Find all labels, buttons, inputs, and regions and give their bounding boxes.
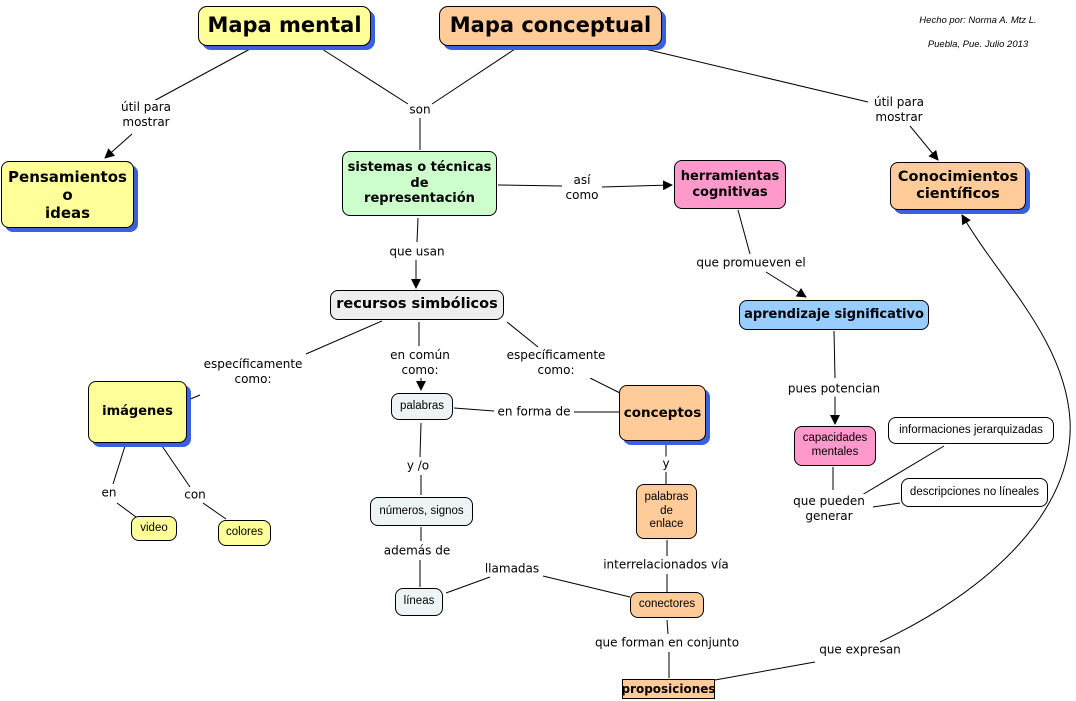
concept-imagenes[interactable]: imágenes	[88, 381, 187, 443]
link-label-util-para-right: útil para mostrar	[872, 95, 926, 125]
link-line	[589, 377, 621, 394]
link-line	[453, 407, 495, 412]
link-line	[714, 661, 816, 681]
link-curve	[879, 214, 1071, 643]
link-label-que-pueden-generar: que pueden generar	[792, 494, 866, 524]
concept-aprendizaje-significativo[interactable]: aprendizaje significativo	[739, 300, 929, 330]
link-line	[321, 48, 409, 105]
concept-conocimientos[interactable]: Conocimientos científicos	[890, 162, 1026, 210]
link-line	[601, 180, 673, 191]
link-label-interrelacionados: interrelacionados vía	[602, 557, 730, 573]
link-line	[644, 48, 869, 103]
link-line	[909, 125, 939, 161]
link-label-asi-como: así como	[564, 173, 600, 203]
link-line	[161, 445, 191, 488]
concept-descripciones-no-lineales[interactable]: descripciones no líneales	[901, 478, 1048, 507]
link-label-y-o: y /o	[405, 458, 431, 474]
link-label-en: en	[100, 485, 118, 501]
link-line	[872, 502, 901, 508]
concept-informaciones-jerarquizadas[interactable]: informaciones jerarquizadas	[888, 417, 1054, 444]
concept-pensamientos[interactable]: Pensamientos o ideas	[1, 161, 134, 228]
concept-recursos-simbolicos[interactable]: recursos simbólicos	[330, 290, 504, 320]
link-label-que-usan: que usan	[388, 244, 446, 260]
author-credit: Hecho por: Norma A. Mtz L. Puebla, Pue. …	[880, 3, 1076, 51]
link-label-con: con	[183, 487, 207, 503]
link-line	[202, 502, 227, 520]
link-line	[445, 576, 491, 594]
concept-conceptos[interactable]: conceptos	[619, 385, 706, 441]
link-line	[833, 330, 836, 379]
link-line	[112, 445, 126, 485]
link-line	[497, 184, 563, 187]
link-line	[104, 133, 133, 159]
link-line	[419, 422, 422, 458]
concept-mapa-mental[interactable]: Mapa mental	[198, 6, 371, 46]
link-label-pues-potencian: pues potencian	[786, 381, 882, 397]
concept-herramientas[interactable]: herramientas cognitivas	[674, 160, 786, 209]
link-line	[431, 48, 516, 105]
concept-capacidades-mentales[interactable]: capacidades mentales	[794, 426, 876, 466]
credit-line-2: Puebla, Pue. Julio 2013	[927, 38, 1029, 50]
link-line	[666, 619, 669, 635]
link-line	[765, 271, 807, 298]
concept-colores[interactable]: colores	[218, 520, 271, 546]
link-label-que-expresan: que expresan	[818, 642, 902, 658]
link-label-y: y	[661, 456, 671, 472]
credit-line-1: Hecho por: Norma A. Mtz L.	[919, 14, 1037, 26]
link-line	[305, 320, 383, 355]
link-line	[187, 394, 201, 401]
concept-palabras-de-enlace[interactable]: palabras de enlace	[636, 484, 697, 539]
link-line	[861, 445, 945, 496]
link-label-son: son	[408, 102, 432, 118]
concept-proposiciones[interactable]: proposiciones	[621, 679, 716, 699]
link-label-en-comun: en común como:	[389, 348, 451, 378]
link-line	[542, 575, 631, 598]
link-label-en-forma-de: en forma de	[496, 404, 572, 420]
link-label-especificamente-left: específicamente como:	[202, 357, 304, 387]
concept-lineas[interactable]: líneas	[395, 588, 443, 616]
link-label-llamadas: llamadas	[483, 561, 541, 577]
concept-video[interactable]: video	[131, 516, 177, 541]
link-label-que-promueven: que promueven el	[695, 255, 807, 271]
link-label-que-forman: que forman en conjunto	[593, 635, 741, 651]
link-line	[506, 321, 539, 348]
link-label-util-para-left: útil para mostrar	[119, 100, 173, 130]
link-line	[416, 217, 419, 243]
concept-palabras[interactable]: palabras	[391, 393, 453, 420]
concept-conectores[interactable]: conectores	[630, 592, 704, 618]
concept-numeros-signos[interactable]: números, signos	[370, 497, 473, 526]
link-label-ademas-de: además de	[382, 543, 452, 559]
concept-sistemas[interactable]: sistemas o técnicas de representación	[342, 151, 497, 216]
link-label-especificamente-right: específicamente como:	[505, 348, 607, 378]
link-line	[149, 48, 251, 104]
concept-mapa-conceptual[interactable]: Mapa conceptual	[439, 6, 662, 46]
link-line	[116, 502, 137, 518]
link-line	[737, 209, 751, 255]
